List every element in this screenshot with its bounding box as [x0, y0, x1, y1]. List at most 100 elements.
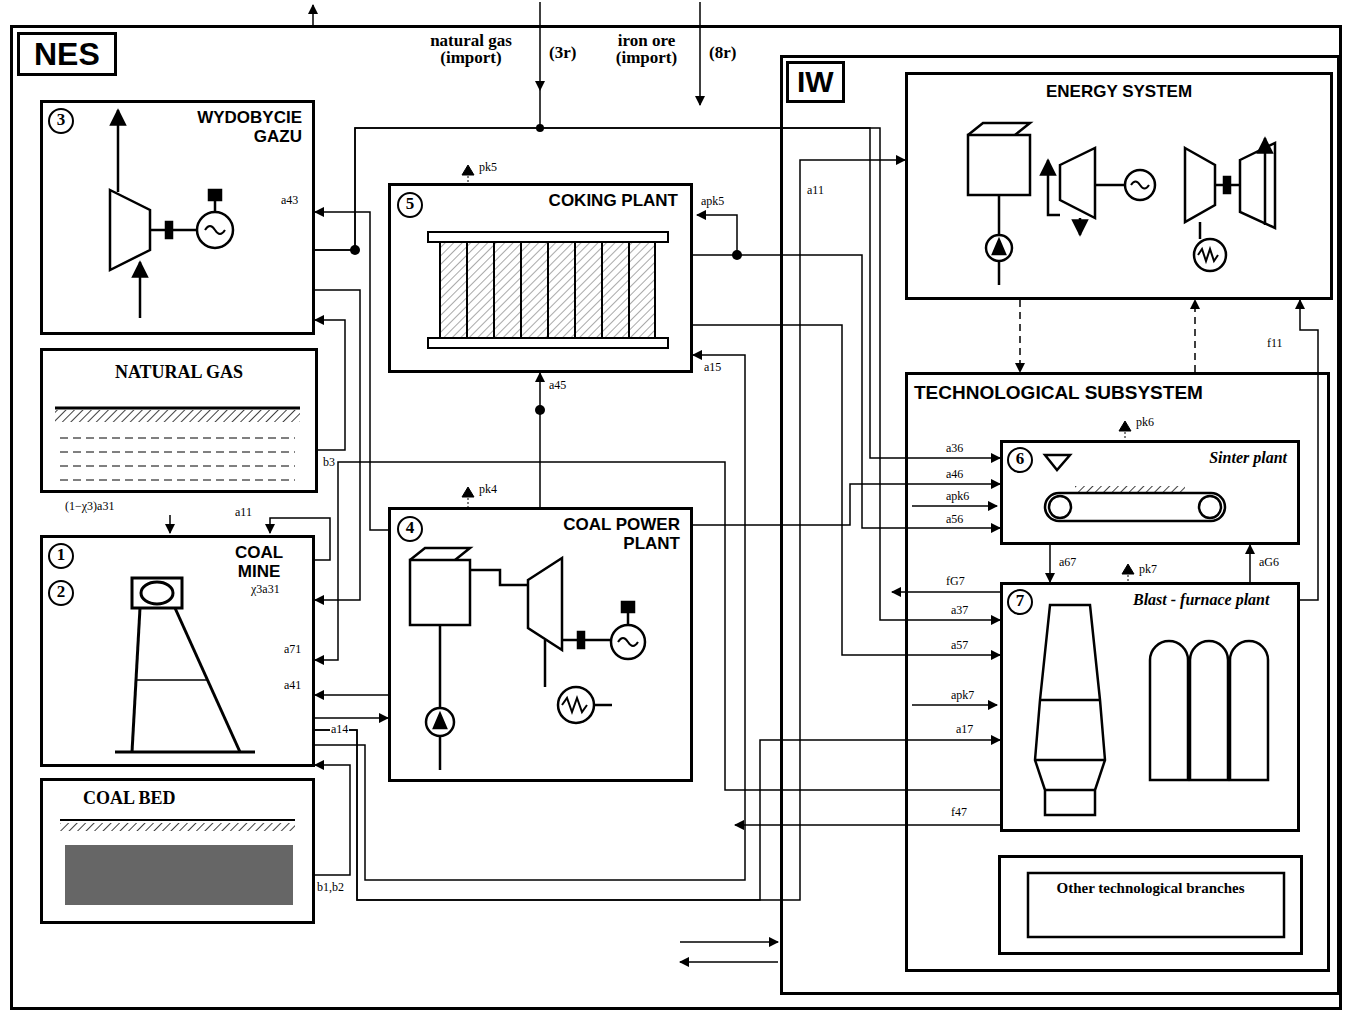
power-plant-symbol — [439, 736, 442, 770]
flow-label: apk7 — [950, 688, 975, 702]
flow-label: a37 — [950, 603, 969, 617]
pk-markers — [1119, 421, 1131, 431]
box-title: NATURAL GAS — [43, 363, 315, 383]
gas-compressor-symbol — [150, 229, 197, 232]
callout-number: 6 — [1007, 447, 1033, 473]
coke-oven-battery — [439, 242, 441, 338]
pk-markers — [462, 487, 474, 497]
energy-system-symbol — [968, 135, 1030, 195]
flow-connector — [315, 128, 1000, 620]
flow-connector — [315, 128, 1000, 458]
flow-label: pk6 — [1135, 415, 1155, 429]
flow-arrows — [680, 961, 778, 963]
resource-box: COAL BED — [40, 778, 315, 924]
coke-oven-battery — [654, 242, 656, 338]
flow-label: a56 — [945, 512, 964, 526]
energy-system-symbol — [1224, 177, 1230, 193]
box-title: COAL BED — [83, 789, 176, 809]
resource-box: NATURAL GAS — [40, 348, 318, 493]
blast-furnace-symbol — [1045, 789, 1095, 792]
flow-connector — [1194, 300, 1196, 372]
flow-label: (1−χ3)a31 — [64, 499, 115, 513]
power-plant-symbol — [410, 548, 470, 560]
gas-compressor-symbol — [110, 110, 233, 318]
flow-connector — [315, 765, 350, 875]
process-box: 12COAL MINE — [40, 535, 315, 767]
gas-compressor-symbol — [214, 200, 217, 212]
pk-markers — [468, 498, 469, 507]
flow-label: χ3a31 — [250, 582, 281, 596]
coke-oven-battery — [574, 242, 576, 338]
gas-compressor-symbol — [197, 212, 233, 248]
power-plant-symbol — [594, 704, 612, 707]
pk-markers — [468, 176, 469, 183]
gas-compressor-symbol — [117, 110, 120, 192]
power-plant-symbol — [562, 639, 610, 642]
callout-number: 5 — [397, 192, 423, 218]
flow-connector — [693, 484, 1000, 525]
box-title: Blast - furnace plant — [1133, 591, 1269, 609]
coke-oven-battery — [428, 232, 668, 348]
blast-furnace-symbol — [1035, 605, 1105, 815]
power-plant-symbol — [528, 558, 562, 650]
other-branches-inner-frame — [1028, 873, 1284, 937]
process-box: Other technological branches — [998, 855, 1303, 955]
energy-system-symbol — [1079, 218, 1082, 235]
process-box: 4COAL POWER PLANT — [388, 507, 693, 782]
power-plant-symbol — [622, 602, 634, 612]
flow-label: fG7 — [945, 574, 966, 588]
mine-headframe — [136, 679, 208, 681]
mine-headframe — [132, 578, 182, 608]
flow-label: a57 — [950, 638, 969, 652]
system-frame: NES3WYDOBYCIE GAZUNATURAL GAS12COAL MINE… — [10, 25, 1342, 1010]
callout-number: 2 — [48, 580, 74, 606]
power-plant-symbol — [578, 632, 584, 648]
flow-label: a11 — [806, 183, 825, 197]
energy-system-symbol — [968, 123, 1275, 285]
pk-markers — [1122, 564, 1134, 574]
power-plant-symbol — [562, 698, 587, 712]
blast-furnace-symbol — [1035, 759, 1105, 762]
flow-label: a14 — [330, 722, 349, 736]
subsystem-box: ENERGY SYSTEM — [905, 72, 1333, 300]
power-plant-symbol — [611, 625, 645, 659]
flow-label: a41 — [283, 678, 302, 692]
other-branches-inner-frame — [1028, 873, 1284, 937]
flow-connector — [539, 373, 541, 507]
flow-connector — [315, 694, 388, 696]
flow-arrows — [697, 215, 737, 255]
power-plant-symbol — [618, 638, 638, 646]
energy-system-symbol — [1185, 148, 1215, 222]
energy-system-symbol — [986, 235, 1012, 261]
box-title: NES — [17, 32, 117, 76]
flow-label: apk6 — [945, 489, 970, 503]
sinter-belt-symbol — [1045, 493, 1225, 521]
pk-markers — [462, 165, 474, 175]
energy-system-symbol — [1125, 170, 1155, 200]
energy-system-symbol — [1198, 249, 1218, 261]
power-plant-symbol — [544, 640, 547, 687]
coke-oven-battery — [547, 242, 549, 338]
gas-deposit — [60, 466, 295, 467]
flow-label: f47 — [950, 805, 968, 819]
import-label: (8r) — [708, 44, 737, 61]
coke-oven-battery — [628, 242, 630, 338]
mine-headframe — [115, 751, 255, 754]
energy-system-symbol — [1048, 195, 1060, 215]
sinter-belt-symbol — [1199, 496, 1221, 518]
flow-connector — [1049, 545, 1051, 582]
import-label: (3r) — [548, 44, 577, 61]
flow-arrows — [539, 90, 541, 128]
flow-arrows — [699, 2, 701, 105]
energy-system-symbol — [1194, 239, 1226, 271]
flow-label: a15 — [703, 360, 722, 374]
callout-number: 4 — [397, 516, 423, 542]
gas-deposit — [60, 480, 295, 481]
flow-arrows — [312, 5, 314, 25]
flow-label: a17 — [955, 722, 974, 736]
flow-arrows — [735, 824, 1000, 826]
power-plant-symbol — [426, 708, 454, 736]
coal-seam — [60, 819, 295, 821]
